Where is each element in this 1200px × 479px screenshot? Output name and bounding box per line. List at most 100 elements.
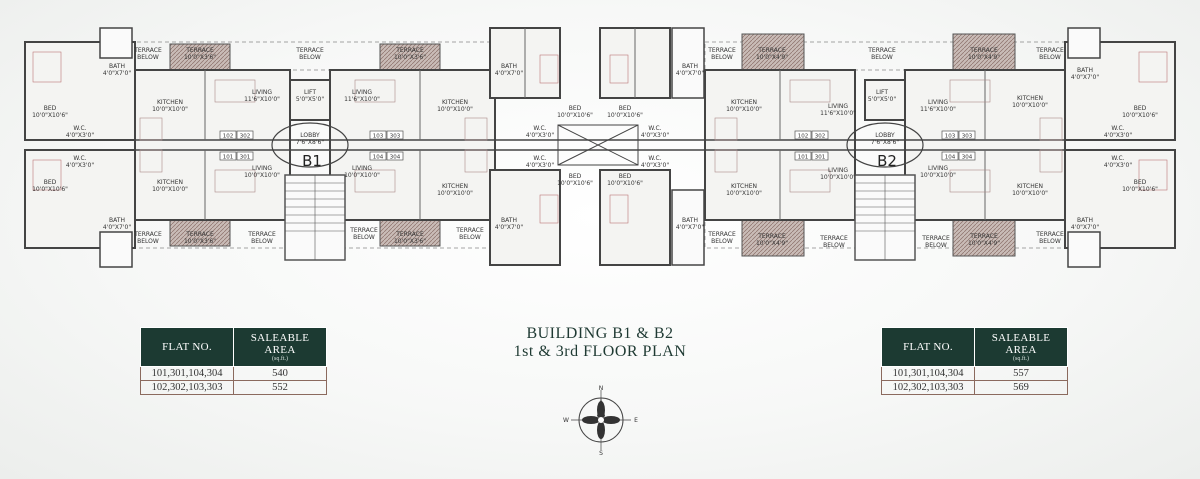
- room-size-bed: 10'0"X10'6": [32, 112, 68, 119]
- room-label-terrace: TERRACE: [295, 47, 324, 54]
- room-size-kitchen: 10'0"X10'0": [437, 106, 473, 113]
- room-label-terrace: TERRACE: [921, 235, 950, 242]
- room-size-lobby: 7'6"X8'6": [871, 139, 899, 146]
- room-size-wc: 4'0"X3'0": [526, 162, 554, 169]
- room-size-bath: 4'0"X7'0": [676, 70, 704, 77]
- room-label-living: LIVING: [252, 89, 272, 96]
- plan-title: BUILDING B1 & B2: [526, 325, 674, 342]
- bed-furniture: [32, 51, 1168, 224]
- room-label-terrace: TERRACE: [969, 233, 998, 240]
- room-label-terrace: TERRACE: [707, 47, 736, 54]
- room-size-terrace: 10'0"X3'6": [394, 54, 426, 61]
- room-size-terrace: 10'0"X4'9": [968, 54, 1000, 61]
- plan-subtitle: 1st & 3rd FLOOR PLAN: [513, 343, 687, 360]
- room-label-bed: BED: [569, 105, 582, 112]
- unit-number-boxes: [219, 130, 976, 161]
- room-label-kitchen: KITCHEN: [731, 183, 757, 190]
- room-label-below: BELOW: [137, 54, 159, 61]
- room-label-below: BELOW: [459, 234, 481, 241]
- room-label-bed: BED: [569, 173, 582, 180]
- room-size-wc: 4'0"X3'0": [66, 162, 94, 169]
- room-label-below: BELOW: [711, 54, 733, 61]
- room-size-bed: 10'0"X10'6": [557, 112, 593, 119]
- room-label-below: BELOW: [871, 54, 893, 61]
- room-label-terrace: TERRACE: [185, 231, 214, 238]
- room-label-wc: W.C.: [73, 125, 86, 132]
- room-label-terrace: TERRACE: [247, 231, 276, 238]
- compass-icon: N S E W: [563, 385, 638, 456]
- room-label-bed: BED: [44, 179, 57, 186]
- floor-plan: BED 10'0"X10'6" BED 10'0"X10'6" BATH 4'0…: [24, 27, 1176, 268]
- room-label-lift: LIFT: [876, 89, 888, 96]
- room-size-kitchen: 10'0"X10'0": [152, 186, 188, 193]
- room-size-bed: 10'0"X10'6": [607, 180, 643, 187]
- room-label-lift: LIFT: [304, 89, 316, 96]
- room-label-bed: BED: [619, 173, 632, 180]
- unit-number: 304: [962, 155, 973, 161]
- room-label-kitchen: KITCHEN: [731, 99, 757, 106]
- unit-number-labels: 102 302 101 301 103 303 104 304 102 302 …: [223, 134, 973, 161]
- room-label-terrace: TERRACE: [1035, 231, 1064, 238]
- room-size-bath: 4'0"X7'0": [1071, 74, 1099, 81]
- building-label-b2: B2: [877, 152, 897, 170]
- room-label-kitchen: KITCHEN: [157, 179, 183, 186]
- room-size-lift: 5'0"X5'0": [868, 96, 896, 103]
- unit-number: 101: [223, 155, 234, 161]
- flat-numbers: 102,302,103,303: [881, 380, 975, 395]
- room-label-lobby: LOBBY: [875, 132, 895, 139]
- room-label-terrace: TERRACE: [757, 47, 786, 54]
- room-size-kitchen: 10'0"X10'0": [437, 190, 473, 197]
- room-size-living: 10'0"X10'0": [244, 172, 280, 179]
- room-size-wc: 4'0"X3'0": [1104, 132, 1132, 139]
- room-size-bed: 10'0"X10'6": [557, 180, 593, 187]
- compass-north: N: [599, 385, 604, 392]
- room-label-below: BELOW: [1039, 54, 1061, 61]
- central-void: [557, 124, 639, 166]
- room-label-kitchen: KITCHEN: [157, 99, 183, 106]
- room-size-lift: 5'0"X5'0": [296, 96, 324, 103]
- room-label-below: BELOW: [299, 54, 321, 61]
- room-size-terrace: 10'0"X3'6": [184, 238, 216, 245]
- room-size-wc: 4'0"X3'0": [66, 132, 94, 139]
- room-size-living: 11'6"X10'0": [820, 110, 856, 117]
- room-size-bath: 4'0"X7'0": [676, 224, 704, 231]
- room-label-kitchen: KITCHEN: [1017, 95, 1043, 102]
- room-size-bath: 4'0"X7'0": [495, 224, 523, 231]
- room-label-terrace: TERRACE: [133, 231, 162, 238]
- room-label-terrace: TERRACE: [455, 227, 484, 234]
- room-label-below: BELOW: [251, 238, 273, 245]
- room-size-living: 11'6"X10'0": [920, 106, 956, 113]
- room-label-terrace: TERRACE: [395, 47, 424, 54]
- compass-south: S: [599, 450, 603, 456]
- unit-number: 101: [798, 155, 809, 161]
- unit-number: 104: [373, 155, 384, 161]
- unit-number: 102: [223, 134, 234, 140]
- saleable-area: 540: [233, 366, 327, 381]
- flat-numbers: 102,302,103,303: [140, 380, 234, 395]
- lobby-outline: [271, 122, 924, 168]
- staircase: [284, 174, 916, 261]
- room-label-living: LIVING: [928, 165, 948, 172]
- terrace-hatched: [169, 33, 1016, 257]
- unit-number: 304: [390, 155, 401, 161]
- room-size-terrace: 10'0"X3'6": [394, 238, 426, 245]
- unit-number: 103: [373, 134, 384, 140]
- room-label-lobby: LOBBY: [300, 132, 320, 139]
- room-size-lobby: 7'6"X8'6": [296, 139, 324, 146]
- table-row: 101,301,104,304 540: [140, 366, 327, 381]
- room-label-bath: BATH: [682, 63, 698, 70]
- unit-number: 103: [945, 134, 956, 140]
- room-label-wc: W.C.: [533, 125, 546, 132]
- room-size-bed: 10'0"X10'6": [1122, 112, 1158, 119]
- room-size-kitchen: 10'0"X10'0": [152, 106, 188, 113]
- unit-number: 303: [962, 134, 973, 140]
- living-furniture: [139, 79, 1063, 193]
- room-size-wc: 4'0"X3'0": [1104, 162, 1132, 169]
- table-row: 101,301,104,304 557: [881, 366, 1068, 381]
- room-size-kitchen: 10'0"X10'0": [726, 106, 762, 113]
- room-label-wc: W.C.: [1111, 125, 1124, 132]
- saleable-area: 557: [974, 366, 1068, 381]
- room-label-wc: W.C.: [648, 155, 661, 162]
- room-label-terrace: TERRACE: [185, 47, 214, 54]
- room-label-kitchen: KITCHEN: [442, 99, 468, 106]
